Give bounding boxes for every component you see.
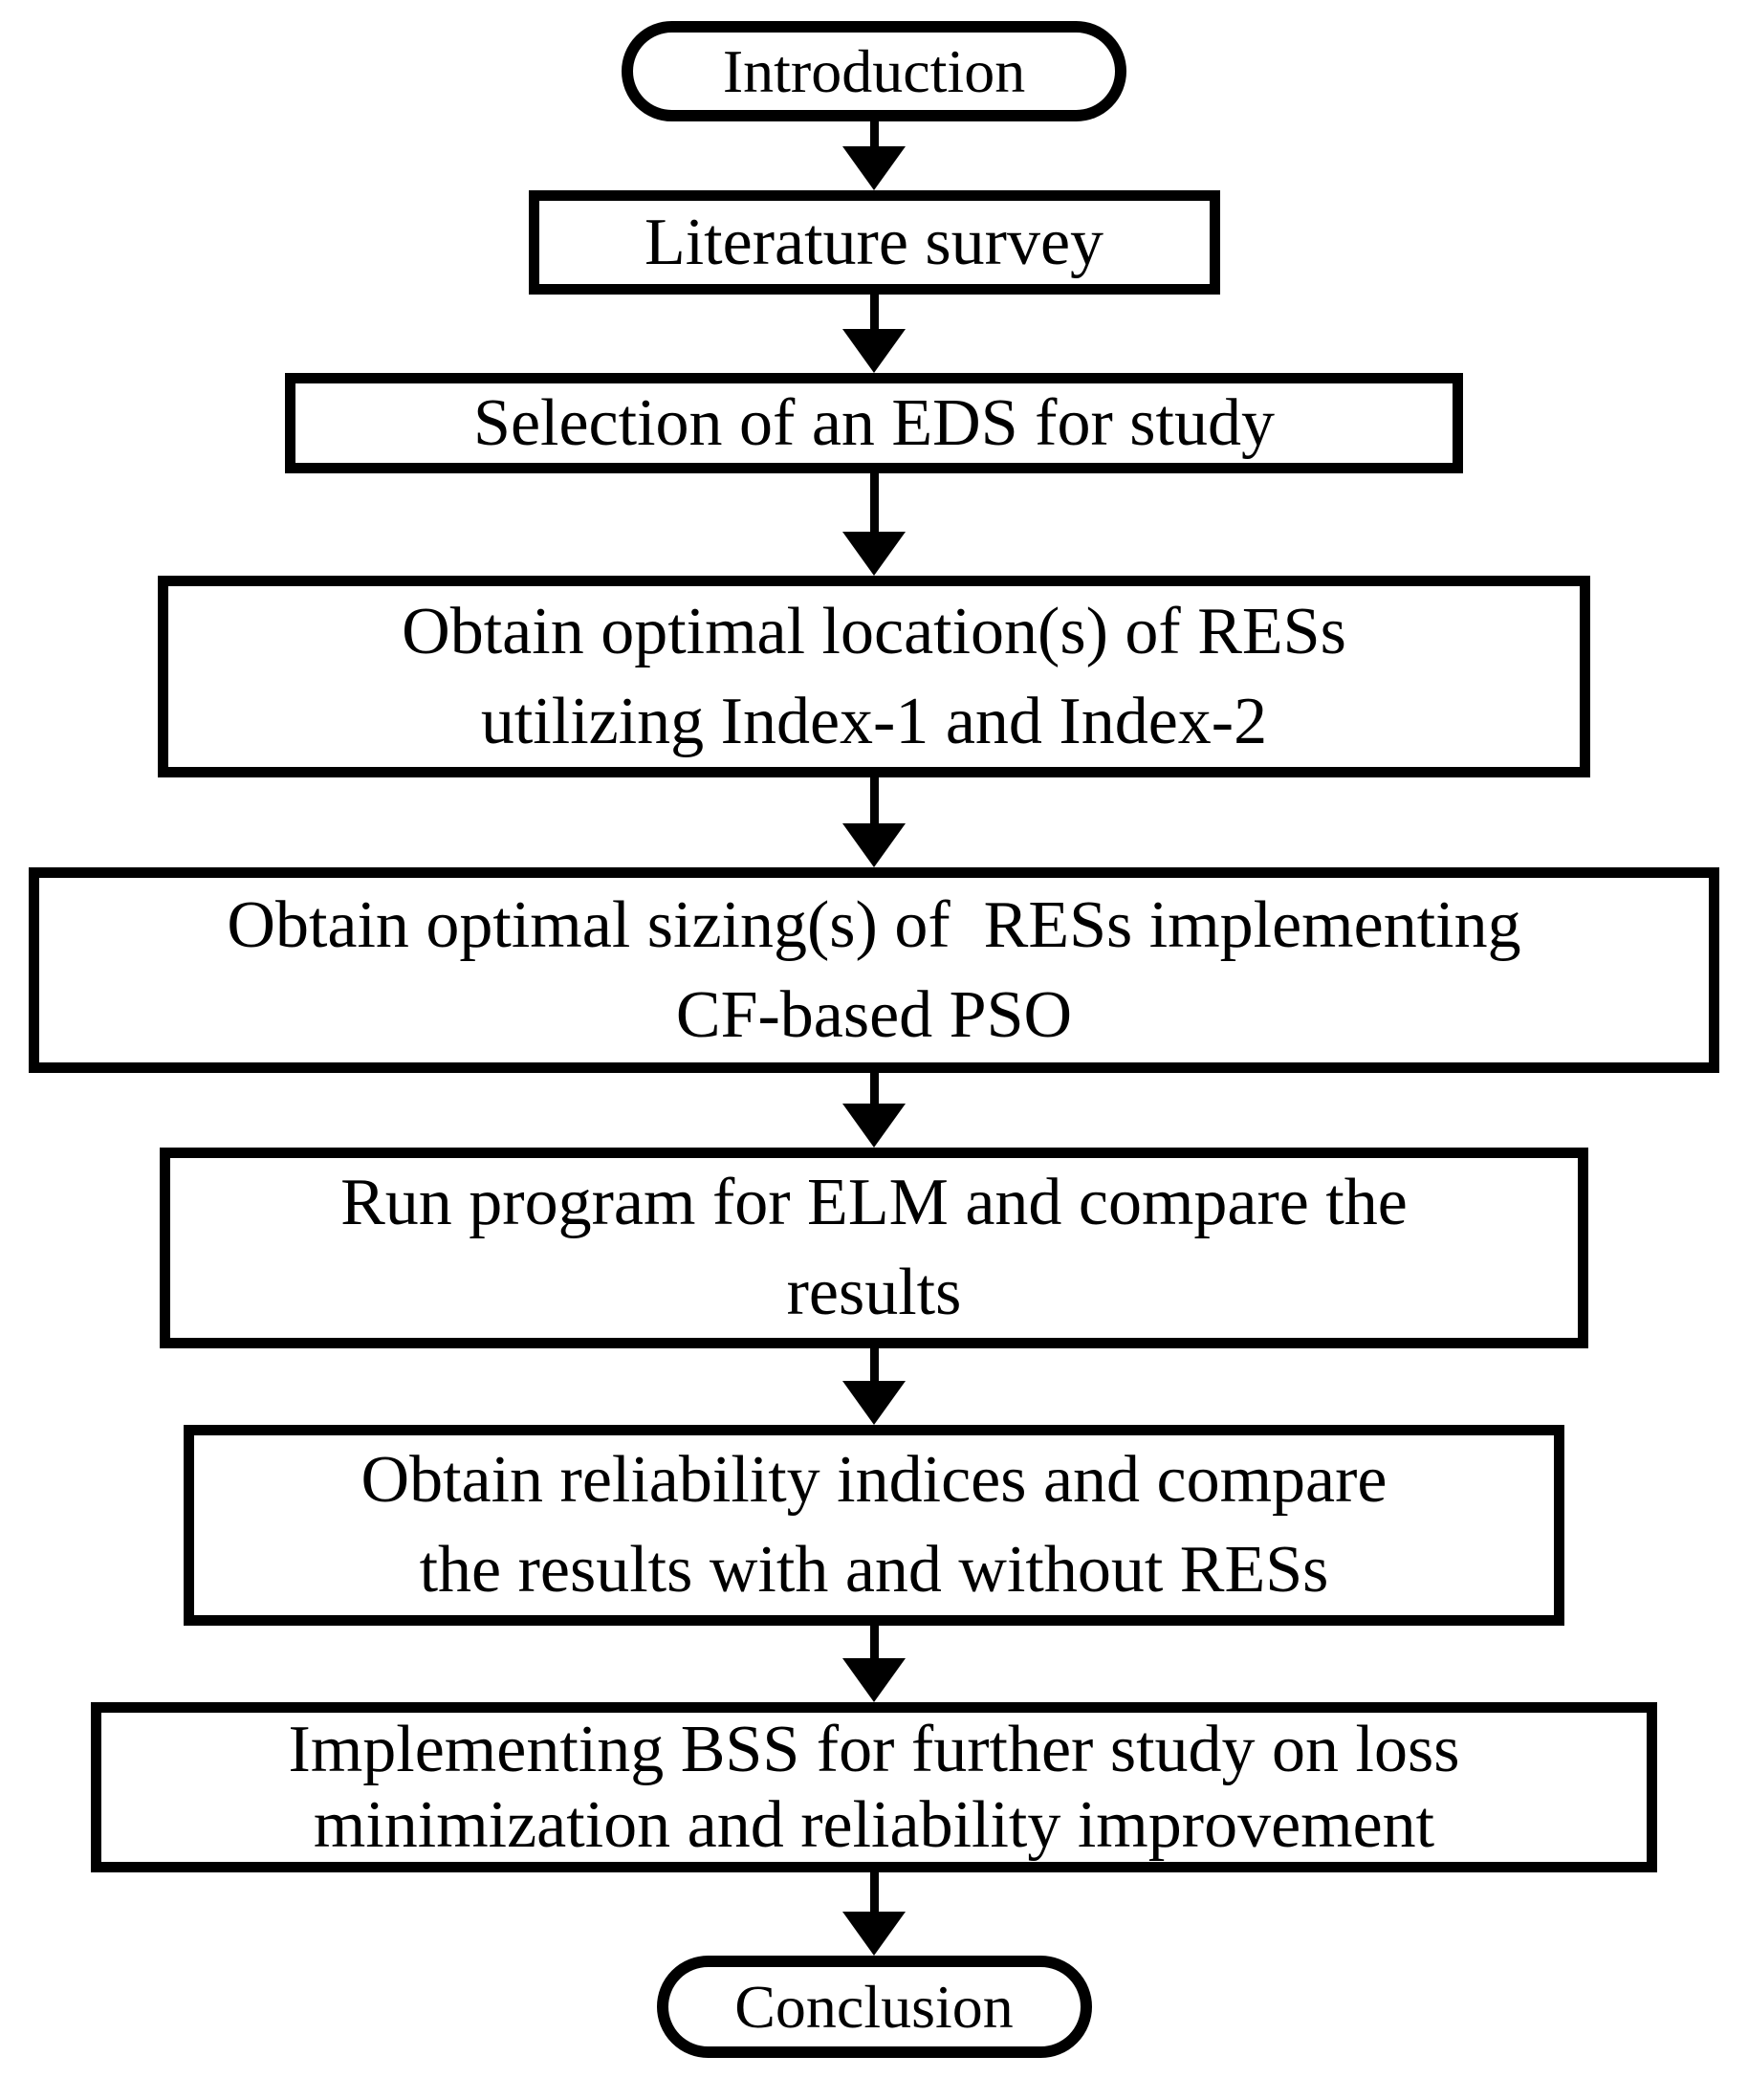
flow-arrow-5 [842, 1073, 906, 1148]
arrow-shaft [869, 777, 879, 823]
node-elm-comparison-line-2: results [786, 1256, 962, 1329]
node-conclusion-label: Conclusion [734, 1972, 1014, 2041]
flow-arrow-8 [842, 1872, 906, 1956]
arrow-head-icon [842, 532, 906, 576]
flow-arrow-4 [842, 777, 906, 867]
node-optimal-sizing-line-1: Obtain optimal sizing(s) of RESs impleme… [227, 887, 1521, 962]
arrow-shaft [869, 1348, 879, 1381]
flow-arrow-3 [842, 473, 906, 576]
arrow-shaft [869, 295, 879, 329]
arrow-shaft [869, 1872, 879, 1912]
node-introduction-label: Introduction [722, 36, 1026, 105]
flow-arrow-2 [842, 295, 906, 373]
node-optimal-location-line-2: utilizing Index-1 and Index-2 [480, 684, 1268, 758]
node-optimal-sizing: Obtain optimal sizing(s) of RESs impleme… [29, 867, 1719, 1073]
arrow-head-icon [842, 1104, 906, 1148]
node-elm-comparison: Run program for ELM and compare the resu… [160, 1148, 1588, 1348]
node-literature-survey: Literature survey [528, 190, 1220, 295]
arrow-shaft [869, 1626, 879, 1658]
flow-arrow-1 [842, 121, 906, 190]
node-eds-selection-label: Selection of an EDS for study [473, 385, 1275, 460]
flow-arrow-7 [842, 1626, 906, 1702]
node-reliability-indices-line-1: Obtain reliability indices and compare [361, 1443, 1387, 1518]
node-bss-implementation: Implementing BSS for further study on lo… [91, 1702, 1657, 1872]
arrow-head-icon [842, 823, 906, 867]
node-bss-implementation-line-2: minimization and reliability improvement [313, 1788, 1435, 1862]
node-optimal-location-line-1: Obtain optimal location(s) of RESs [402, 594, 1346, 668]
arrow-head-icon [842, 146, 906, 190]
node-literature-survey-label: Literature survey [644, 205, 1104, 279]
arrow-shaft [869, 121, 879, 146]
arrow-head-icon [842, 1381, 906, 1425]
arrow-head-icon [842, 1912, 906, 1956]
node-reliability-indices: Obtain reliability indices and compare t… [184, 1425, 1564, 1626]
node-optimal-sizing-line-2: CF-based PSO [675, 977, 1073, 1052]
node-reliability-indices-line-2: the results with and without RESs [419, 1533, 1329, 1607]
node-conclusion: Conclusion [656, 1956, 1092, 2058]
arrow-shaft [869, 1073, 879, 1104]
node-eds-selection: Selection of an EDS for study [285, 373, 1463, 473]
node-introduction: Introduction [622, 21, 1126, 121]
arrow-head-icon [842, 329, 906, 373]
flow-arrow-6 [842, 1348, 906, 1425]
node-bss-implementation-line-1: Implementing BSS for further study on lo… [288, 1712, 1460, 1786]
node-optimal-location: Obtain optimal location(s) of RESs utili… [158, 576, 1590, 777]
node-elm-comparison-line-1: Run program for ELM and compare the [340, 1166, 1408, 1240]
arrow-shaft [869, 473, 879, 532]
arrow-head-icon [842, 1658, 906, 1702]
